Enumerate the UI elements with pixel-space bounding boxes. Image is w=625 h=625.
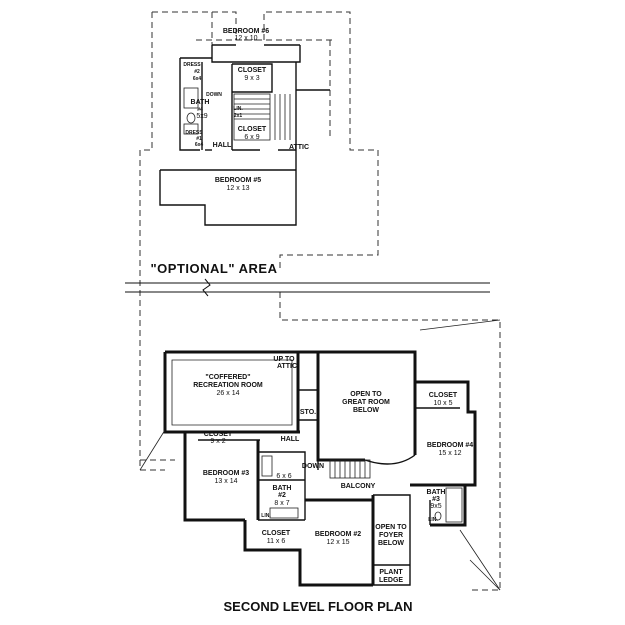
bedroom4-dim: 15 x 12 — [439, 450, 462, 457]
bedroom5-label: BEDROOM #5 — [215, 177, 261, 184]
dim-6x6: 6 x 6 — [276, 473, 291, 480]
closet-b2-label: CLOSET — [262, 530, 291, 537]
plan-title: SECOND LEVEL FLOOR PLAN — [224, 599, 413, 614]
closet-b3-label: CLOSET — [204, 431, 233, 438]
dress1-label: DRESS — [185, 130, 203, 136]
storage-label: STO. — [300, 409, 316, 416]
roof-lines — [139, 319, 501, 591]
main-stairs — [329, 459, 371, 479]
dress2-dim: 6x4 — [193, 76, 202, 82]
bath4-num: #4 — [197, 107, 203, 113]
lin-b3-label: LIN. — [428, 517, 438, 523]
bath3-fixtures — [434, 487, 463, 523]
open-foyer-line3: BELOW — [378, 540, 404, 547]
bath4-label: BATH — [191, 99, 210, 106]
bath4-fixtures — [183, 87, 199, 135]
bedroom6-dim: 12 x 10 — [235, 35, 258, 42]
open-great-room-line1: OPEN TO — [350, 391, 382, 398]
bedroom3-label: BEDROOM #3 — [203, 470, 249, 477]
upper-stairs — [233, 93, 291, 141]
open-great-room-line2: GREAT ROOM — [342, 399, 390, 406]
down-top-label: DOWN — [206, 92, 222, 98]
dress2-label: DRESS — [183, 62, 201, 68]
closet-mid-dim: 6 x 9 — [244, 134, 259, 141]
rec-room-line1: "COFFERED" — [205, 374, 250, 381]
upper-walls — [159, 44, 330, 226]
balcony-label: BALCONY — [341, 483, 376, 490]
bath3-label: BATH — [427, 489, 446, 496]
bath2-fixtures — [261, 455, 299, 519]
closet-b3-dim: 9 x 2 — [210, 438, 225, 445]
down-low-label: DOWN — [302, 463, 324, 470]
bedroom2-dim: 12 x 15 — [327, 539, 350, 546]
closet-b2-dim: 11 x 6 — [267, 538, 286, 545]
open-great-room-line3: BELOW — [353, 407, 379, 414]
dress1-num: #1 — [196, 136, 202, 142]
hall-top-label: HALL — [213, 142, 232, 149]
bath2-label: BATH — [273, 485, 292, 492]
lin-top-label: LIN. — [233, 106, 243, 112]
hall-low-label: HALL — [281, 436, 300, 443]
bath3-dim: 9x5 — [430, 503, 441, 510]
up-to-attic-line2: ATTIC — [277, 363, 297, 370]
closet-b4-dim: 10 x 5 — [433, 400, 452, 407]
bath4-dim: 5x9 — [196, 113, 207, 120]
open-foyer-line1: OPEN TO — [375, 524, 407, 531]
plant-ledge-line1: PLANT — [379, 569, 403, 576]
section-cut-line — [125, 278, 490, 297]
closet-top-dim: 9 x 3 — [244, 75, 259, 82]
rec-room-line2: RECREATION ROOM — [193, 382, 263, 389]
lin-b2-label: LIN. — [261, 513, 271, 519]
bedroom2-label: BEDROOM #2 — [315, 531, 361, 538]
bath2-dim: 8 x 7 — [274, 500, 289, 507]
plant-ledge-line2: LEDGE — [379, 577, 403, 584]
open-foyer-line2: FOYER — [379, 532, 403, 539]
closet-mid-label: CLOSET — [238, 126, 267, 133]
rec-room-dim: 26 x 14 — [217, 390, 240, 397]
lin-top-dim: 2x1 — [234, 113, 243, 119]
dress1-dim: 6x4 — [195, 142, 204, 148]
bath2-num: #2 — [278, 492, 286, 499]
bath3-num: #3 — [432, 496, 440, 503]
bedroom3-dim: 13 x 14 — [215, 478, 238, 485]
bedroom5-dim: 12 x 13 — [227, 185, 250, 192]
closet-top-label: CLOSET — [238, 67, 267, 74]
dress2-num: #2 — [194, 69, 200, 75]
optional-area-label: "OPTIONAL" AREA — [151, 261, 278, 276]
bedroom4-label: BEDROOM #4 — [427, 442, 473, 449]
closet-b4-label: CLOSET — [429, 392, 458, 399]
up-to-attic-line1: UP TO — [273, 356, 295, 363]
attic-label: ATTIC — [289, 144, 309, 151]
bedroom6-label: BEDROOM #6 — [223, 28, 269, 35]
